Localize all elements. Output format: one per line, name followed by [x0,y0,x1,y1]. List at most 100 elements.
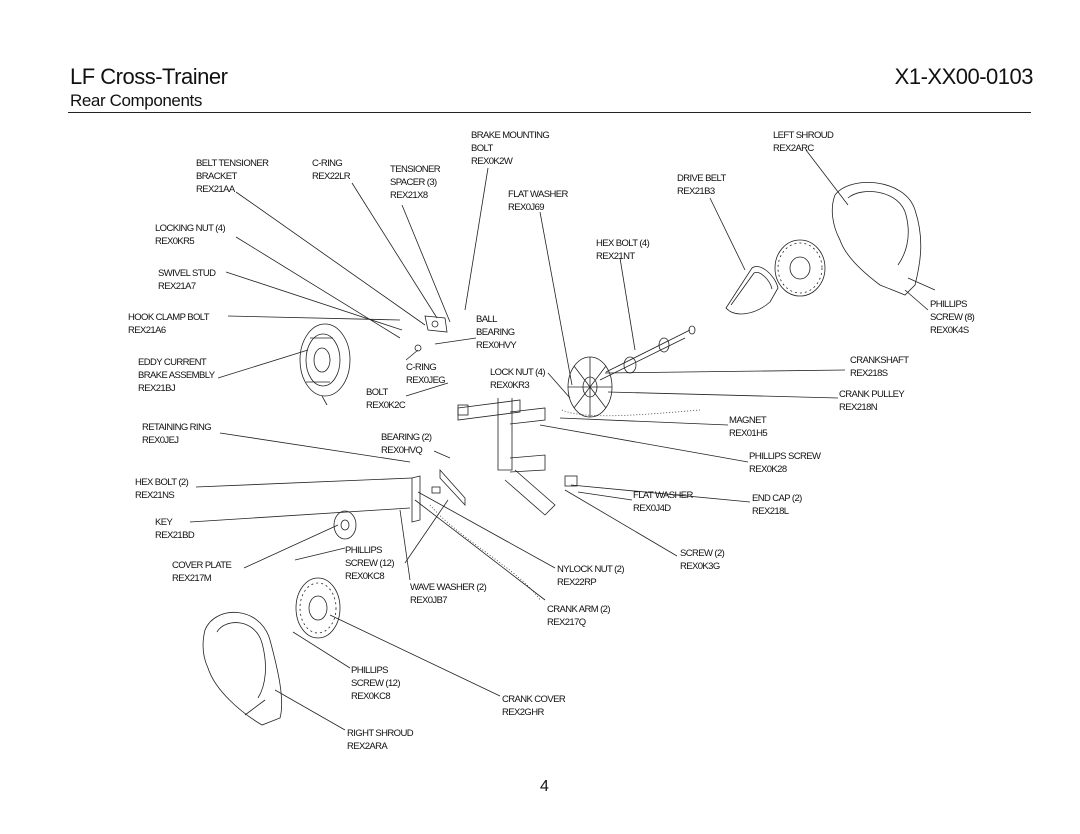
right-shroud-drawing [202,611,283,726]
part-label-flat-washer-top: FLAT WASHER REX0J69 [508,188,568,214]
part-label-line: TENSIONER [390,164,441,175]
part-label-line: REX217M [172,573,212,584]
part-label-line: LOCKING NUT (4) [155,223,226,234]
part-label-line: REX0J69 [508,202,545,213]
part-label-line: SCREW (12) [345,558,395,569]
part-label-line: REX0KR5 [155,236,195,247]
part-label-line: MAGNET [729,415,767,426]
part-label-line: BRAKE ASSEMBLY [138,370,215,381]
part-label-phillips-screw-12-upper: PHILLIPS SCREW (12) REX0KC8 [345,544,395,583]
part-label-line: REX0KC8 [351,691,391,702]
part-label-line: CRANK PULLEY [839,389,905,400]
page-number: 4 [540,778,549,795]
part-label-line: BELT TENSIONER [196,158,269,169]
part-label-line: SPACER (3) [390,177,437,188]
part-label-line: REX0K2W [471,156,513,167]
flywheel-drawing [567,356,613,418]
part-label-line: REX0JEJ [142,435,179,446]
part-label-phillips-screw-8: PHILLIPS SCREW (8) REX0K4S [930,298,975,337]
part-label-line: CRANK ARM (2) [547,604,611,615]
part-label-bolt: BOLT REX0K2C [366,386,406,412]
part-label-line: REX21BJ [138,383,176,394]
part-label-line: NYLOCK NUT (2) [557,564,625,575]
part-label-line: HEX BOLT (2) [135,477,189,488]
part-label-line: REX22RP [557,577,597,588]
part-label-line: BOLT [471,143,493,154]
part-label-line: BEARING (2) [381,432,432,443]
part-label-line: REX21NT [596,251,635,262]
part-label-belt-tensioner-bracket: BELT TENSIONER BRACKET REX21AA [196,157,269,196]
part-label-line: REX0K4S [930,325,969,336]
part-label-line: BOLT [366,387,388,398]
left-shroud-drawing [831,182,936,296]
part-label-line: SWIVEL STUD [158,268,216,279]
part-label-ball-bearing: BALL BEARING REX0HVY [476,313,517,352]
part-label-line: REX218N [839,402,878,413]
frame-drawing [411,398,578,523]
part-label-line: REX0J4D [633,503,671,514]
part-label-cover-plate: COVER PLATE REX217M [172,559,232,585]
key-ring-drawing [333,510,357,540]
part-label-line: RETAINING RING [142,422,212,433]
part-label-line: REX218L [752,506,789,517]
part-label-line: REX0JB7 [410,595,448,606]
section-title: Rear Components [70,91,202,110]
part-label-line: REX218S [850,368,888,379]
part-label-line: COVER PLATE [172,560,232,571]
belt-tensioner-drawing [414,315,448,352]
part-label-line: REX0KC8 [345,571,385,582]
part-label-line: PHILLIPS [930,299,968,310]
part-label-end-cap: END CAP (2)REX218L [752,492,802,518]
part-label-line: REX217Q [547,617,586,628]
part-label-line: BRACKET [196,171,237,182]
part-label-left-shroud: LEFT SHROUD REX2ARC [773,129,834,155]
part-label-line: BEARING [476,327,515,338]
part-label-line: RIGHT SHROUD [347,728,414,739]
part-label-line: REX21X8 [390,190,428,201]
part-label-line: SCREW (12) [351,678,401,689]
part-label-bearing-2: BEARING (2) REX0HVQ [381,431,432,457]
part-label-line: PHILLIPS [345,545,383,556]
part-label-line: REX2ARC [773,143,814,154]
part-label-line: EDDY CURRENT [138,357,207,368]
part-label-line: REX0HVQ [381,445,423,456]
part-label-nylock-nut: NYLOCK NUT (2) REX22RP [557,563,625,589]
page-title: LF Cross-Trainer [70,64,228,89]
part-label-line: DRIVE BELT [677,173,726,184]
part-label-line: FLAT WASHER [633,490,693,501]
part-label-line: REX22LR [312,171,351,182]
part-label-line: LEFT SHROUD [773,130,834,141]
part-label-lock-nut-4: LOCK NUT (4) REX0KR3 [490,366,546,392]
part-label-line: BRAKE MOUNTING [471,130,550,141]
header-divider [68,112,1031,113]
part-label-line: REX21A7 [158,281,196,292]
part-label-crank-pulley: CRANK PULLEY REX218N [839,388,905,414]
part-label-line: LOCK NUT (4) [490,367,546,378]
part-label-line: BALL [476,314,497,325]
part-label-line: REX21AA [196,184,235,195]
part-label-line: REX0KR3 [490,380,530,391]
part-label-screw-2: SCREW (2)REX0K3G [680,547,725,573]
eddy-current-brake-drawing [299,323,351,406]
part-label-line: SCREW (8) [930,312,975,323]
part-label-hex-bolt-4: HEX BOLT (4)REX21NT [596,237,650,263]
part-label-line: FLAT WASHER [508,189,568,200]
part-label-line: REX0HVY [476,340,517,351]
part-label-eddy-current-brake: EDDY CURRENT BRAKE ASSEMBLY REX21BJ [138,356,215,395]
part-label-line: C-RING [406,362,437,373]
part-label-line: REX0K2C [366,400,406,411]
part-label-wave-washer: WAVE WASHER (2)REX0JB7 [410,581,487,607]
part-label-retaining-ring: RETAINING RING REX0JEJ [142,421,212,447]
model-code: X1-XX00-0103 [894,64,1034,89]
crank-pulley-drawing [774,239,826,297]
part-label-line: REX0K3G [680,561,720,572]
